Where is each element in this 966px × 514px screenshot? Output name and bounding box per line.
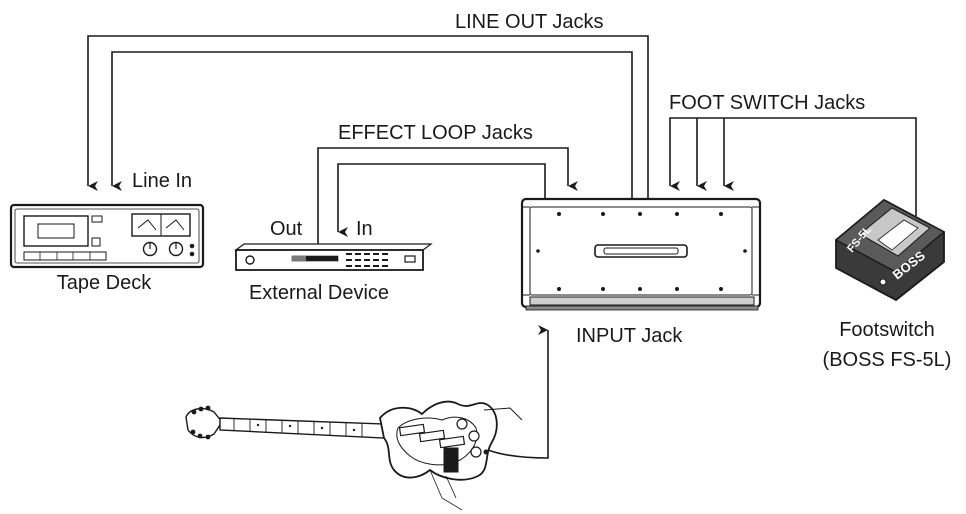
tape-deck-image: [9, 203, 205, 269]
guitar-to-input-cable: [487, 325, 549, 459]
line-out-cable-outer: [87, 35, 649, 199]
input-cable: [487, 325, 549, 459]
external-device-image: [234, 243, 433, 271]
foot-switch-cables: [669, 117, 917, 216]
foot-switch-cable-1: [669, 117, 917, 216]
effect-loop-send-cable: [317, 147, 578, 248]
effect-loop-return-cable: [337, 163, 546, 237]
in-label: In: [356, 218, 373, 240]
electric-guitar-image: [185, 400, 523, 511]
effect-loop-jacks-label: EFFECT LOOP Jacks: [338, 122, 533, 144]
footswitch-image: [834, 198, 946, 302]
footswitch-label: Footswitch: [839, 319, 935, 341]
effect-loop-cables: [317, 147, 578, 248]
line-out-jacks-label: LINE OUT Jacks: [455, 11, 604, 33]
foot-switch-jacks-label: FOOT SWITCH Jacks: [669, 92, 866, 114]
tape-deck-label: Tape Deck: [56, 272, 152, 294]
out-label: Out: [270, 218, 303, 240]
external-device-label: External Device: [248, 282, 390, 304]
amplifier-image: [520, 197, 762, 311]
footswitch-model-label: (BOSS FS-5L): [822, 349, 952, 371]
line-out-cable-inner: [111, 51, 633, 199]
input-jack-label: INPUT Jack: [576, 325, 683, 347]
line-out-cables: [87, 35, 649, 199]
line-in-label: Line In: [132, 170, 193, 192]
